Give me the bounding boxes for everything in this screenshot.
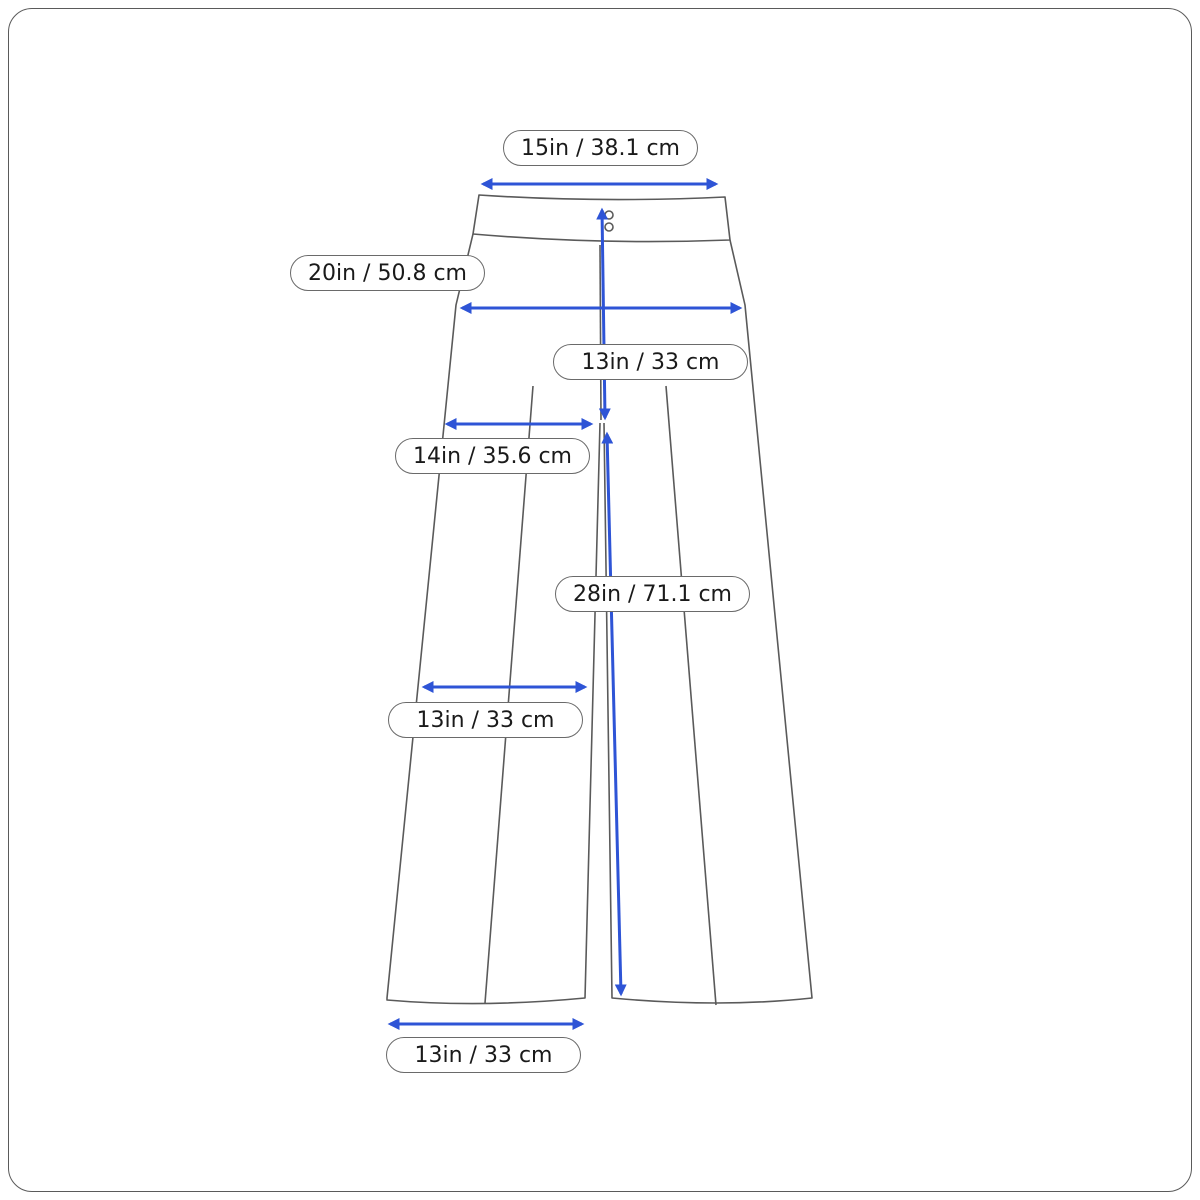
left-leg-outline — [386, 233, 601, 1005]
thigh-measurement-label: 14in / 35.6 cm — [395, 438, 590, 474]
knee-measurement-label: 13in / 33 cm — [388, 702, 583, 738]
right-leg-outline — [603, 239, 813, 1004]
fly-line — [599, 244, 602, 421]
hip-measurement-label: 20in / 50.8 cm — [290, 255, 485, 291]
leg-opening-measurement-label: 13in / 33 cm — [386, 1037, 581, 1073]
waist-button-top — [604, 210, 614, 220]
inseam-arrow — [601, 431, 627, 997]
waist-measurement-label: 15in / 38.1 cm — [503, 130, 698, 166]
left-crease-line — [484, 385, 534, 1004]
inseam-measurement-label: 28in / 71.1 cm — [555, 576, 750, 612]
right-crease-line — [665, 385, 717, 1006]
rise-measurement-label: 13in / 33 cm — [553, 344, 748, 380]
waist-button-bottom — [604, 222, 614, 232]
waistband-outline — [472, 194, 731, 243]
rise-arrow — [596, 207, 611, 421]
